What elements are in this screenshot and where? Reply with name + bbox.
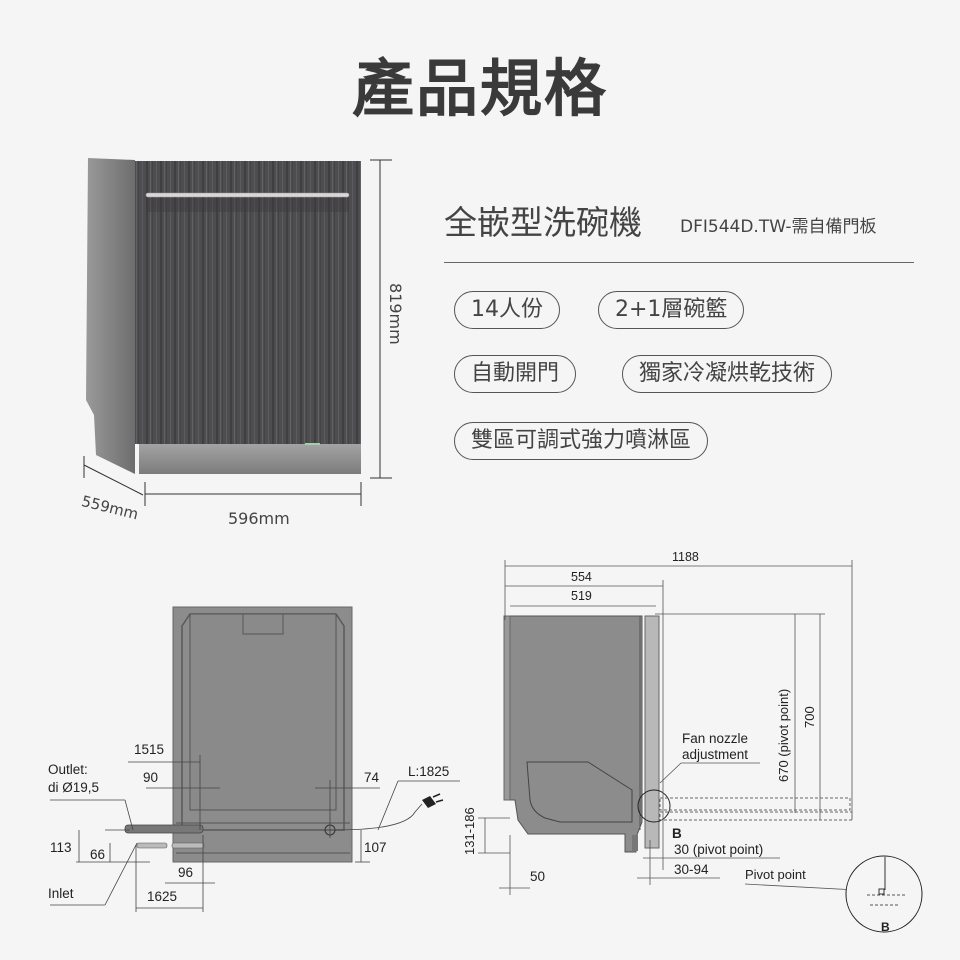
front-view-dimension-lines [50,755,460,912]
front-view-drawing [124,606,353,863]
dim-50: 50 [530,869,546,884]
dim-30-pivot: 30 (pivot point) [674,842,764,857]
dim-519: 519 [571,589,592,603]
dim-74: 74 [364,770,380,785]
dim-107: 107 [364,840,387,855]
feature-badge-capacity: 14人份 [454,291,560,329]
inlet-label: Inlet [48,886,74,901]
door-open-outline [659,797,853,821]
dim-1188: 1188 [672,550,699,564]
dim-554: 554 [571,570,592,584]
product-model: DFI544D.TW-需自備門板 [680,217,877,237]
divider [444,262,914,263]
feature-badge-spray-zone: 雙區可調式強力噴淋區 [454,422,709,460]
outlet-label: Outlet: [48,762,88,777]
outlet-diameter-label: di Ø19,5 [48,780,100,795]
feature-badge-drying: 獨家冷凝烘乾技術 [622,355,833,393]
fan-nozzle-label-1: Fan nozzle [682,731,749,746]
detail-b-magnified-label: B [881,920,890,934]
product-name: 全嵌型洗碗機 [444,203,642,242]
dim-670-pivot: 670 (pivot point) [776,688,791,782]
feature-badge-auto-door: 自動開門 [454,355,577,393]
plug-icon [422,793,444,808]
detail-b-magnified [845,855,923,933]
cable-length-label: L:1825 [408,764,450,779]
feature-badge-racks: 2+1層碗籃 [598,291,745,329]
width-dimension-label: 596mm [228,509,290,528]
detail-b-marker: B [672,826,682,841]
pivot-point-label: Pivot point [745,867,806,882]
dim-1625: 1625 [147,889,178,904]
dim-90: 90 [143,770,159,785]
dim-700: 700 [802,706,817,728]
side-view-dimension-lines [478,560,876,895]
dim-66: 66 [90,847,106,862]
dim-30-94: 30-94 [674,862,709,877]
dim-1515: 1515 [134,742,165,757]
dim-113: 113 [50,840,72,855]
dim-96: 96 [178,865,194,880]
fan-nozzle-label-2: adjustment [682,747,749,762]
page-title: 產品規格 [351,52,608,125]
dim-131-186: 131-186 [462,807,477,855]
side-view-drawing [503,615,671,853]
